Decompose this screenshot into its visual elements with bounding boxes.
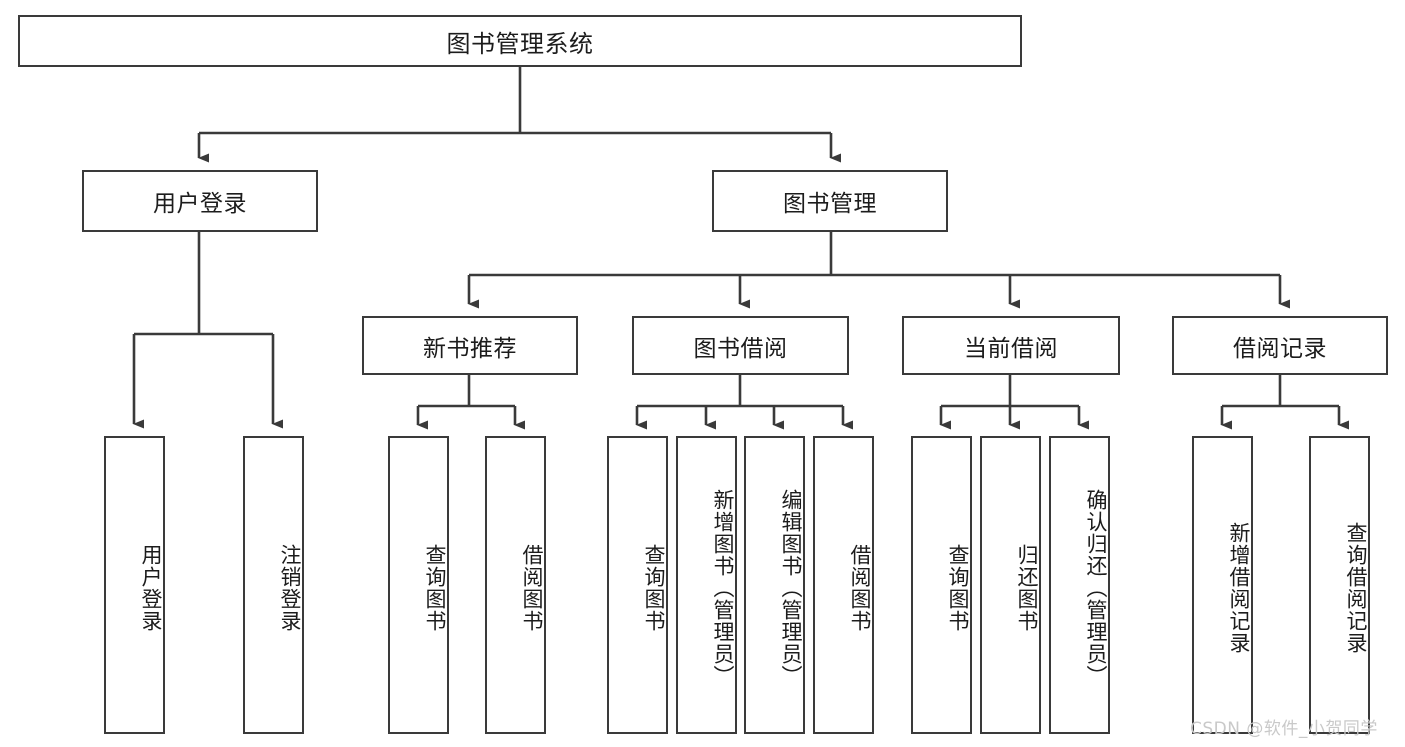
node-book-management[interactable]: 图书管理 bbox=[712, 170, 948, 232]
node-label: 借阅记录 bbox=[1233, 335, 1327, 362]
node-label: 图书借阅 bbox=[693, 335, 788, 362]
node-label: 用户登录 bbox=[139, 544, 163, 632]
node-label: 用户登录 bbox=[153, 191, 247, 217]
node-label: 图书管理系统 bbox=[446, 29, 594, 58]
leaf-new-book-borrow[interactable]: 借阅图书 bbox=[485, 436, 546, 734]
node-borrow-record[interactable]: 借阅记录 bbox=[1172, 316, 1388, 375]
node-label: 图书管理 bbox=[783, 191, 877, 217]
node-label: 查询图书 bbox=[423, 544, 447, 632]
leaf-book-borrow-edit[interactable]: 编辑图书（管理员） bbox=[744, 436, 805, 734]
leaf-book-borrow-query[interactable]: 查询图书 bbox=[607, 436, 668, 734]
leaf-borrow-record-add[interactable]: 新增借阅记录 bbox=[1192, 436, 1253, 734]
node-label: 借阅图书 bbox=[848, 544, 872, 632]
node-user-login[interactable]: 用户登录 bbox=[82, 170, 318, 232]
node-current-borrow[interactable]: 当前借阅 bbox=[902, 316, 1120, 375]
node-label: 新增借阅记录 bbox=[1227, 522, 1251, 654]
node-label: 查询图书 bbox=[946, 544, 970, 632]
node-label: 归还图书 bbox=[1015, 544, 1039, 632]
node-new-book-recommend[interactable]: 新书推荐 bbox=[362, 316, 578, 375]
leaf-user-login-login[interactable]: 用户登录 bbox=[104, 436, 165, 734]
leaf-current-borrow-confirm-return[interactable]: 确认归还（管理员） bbox=[1049, 436, 1110, 734]
csdn-watermark: CSDN @软件_小贺同学 bbox=[1190, 719, 1378, 739]
node-root-system[interactable]: 图书管理系统 bbox=[18, 15, 1022, 67]
node-label: 查询图书 bbox=[642, 544, 666, 632]
leaf-new-book-query[interactable]: 查询图书 bbox=[388, 436, 449, 734]
node-label: 当前借阅 bbox=[964, 335, 1058, 362]
node-label: 新增图书（管理员） bbox=[711, 489, 735, 687]
leaf-book-borrow-borrow[interactable]: 借阅图书 bbox=[813, 436, 874, 734]
node-book-borrow[interactable]: 图书借阅 bbox=[632, 316, 849, 375]
node-label: 借阅图书 bbox=[520, 544, 544, 632]
leaf-user-login-logout[interactable]: 注销登录 bbox=[243, 436, 304, 734]
leaf-current-borrow-query[interactable]: 查询图书 bbox=[911, 436, 972, 734]
leaf-book-borrow-add[interactable]: 新增图书（管理员） bbox=[676, 436, 737, 734]
node-label: 编辑图书（管理员） bbox=[779, 489, 803, 687]
node-label: 注销登录 bbox=[278, 544, 302, 632]
node-label: 查询借阅记录 bbox=[1344, 522, 1368, 654]
node-label: 确认归还（管理员） bbox=[1084, 489, 1108, 687]
node-label: 新书推荐 bbox=[423, 335, 517, 362]
leaf-current-borrow-return[interactable]: 归还图书 bbox=[980, 436, 1041, 734]
leaf-borrow-record-query[interactable]: 查询借阅记录 bbox=[1309, 436, 1370, 734]
